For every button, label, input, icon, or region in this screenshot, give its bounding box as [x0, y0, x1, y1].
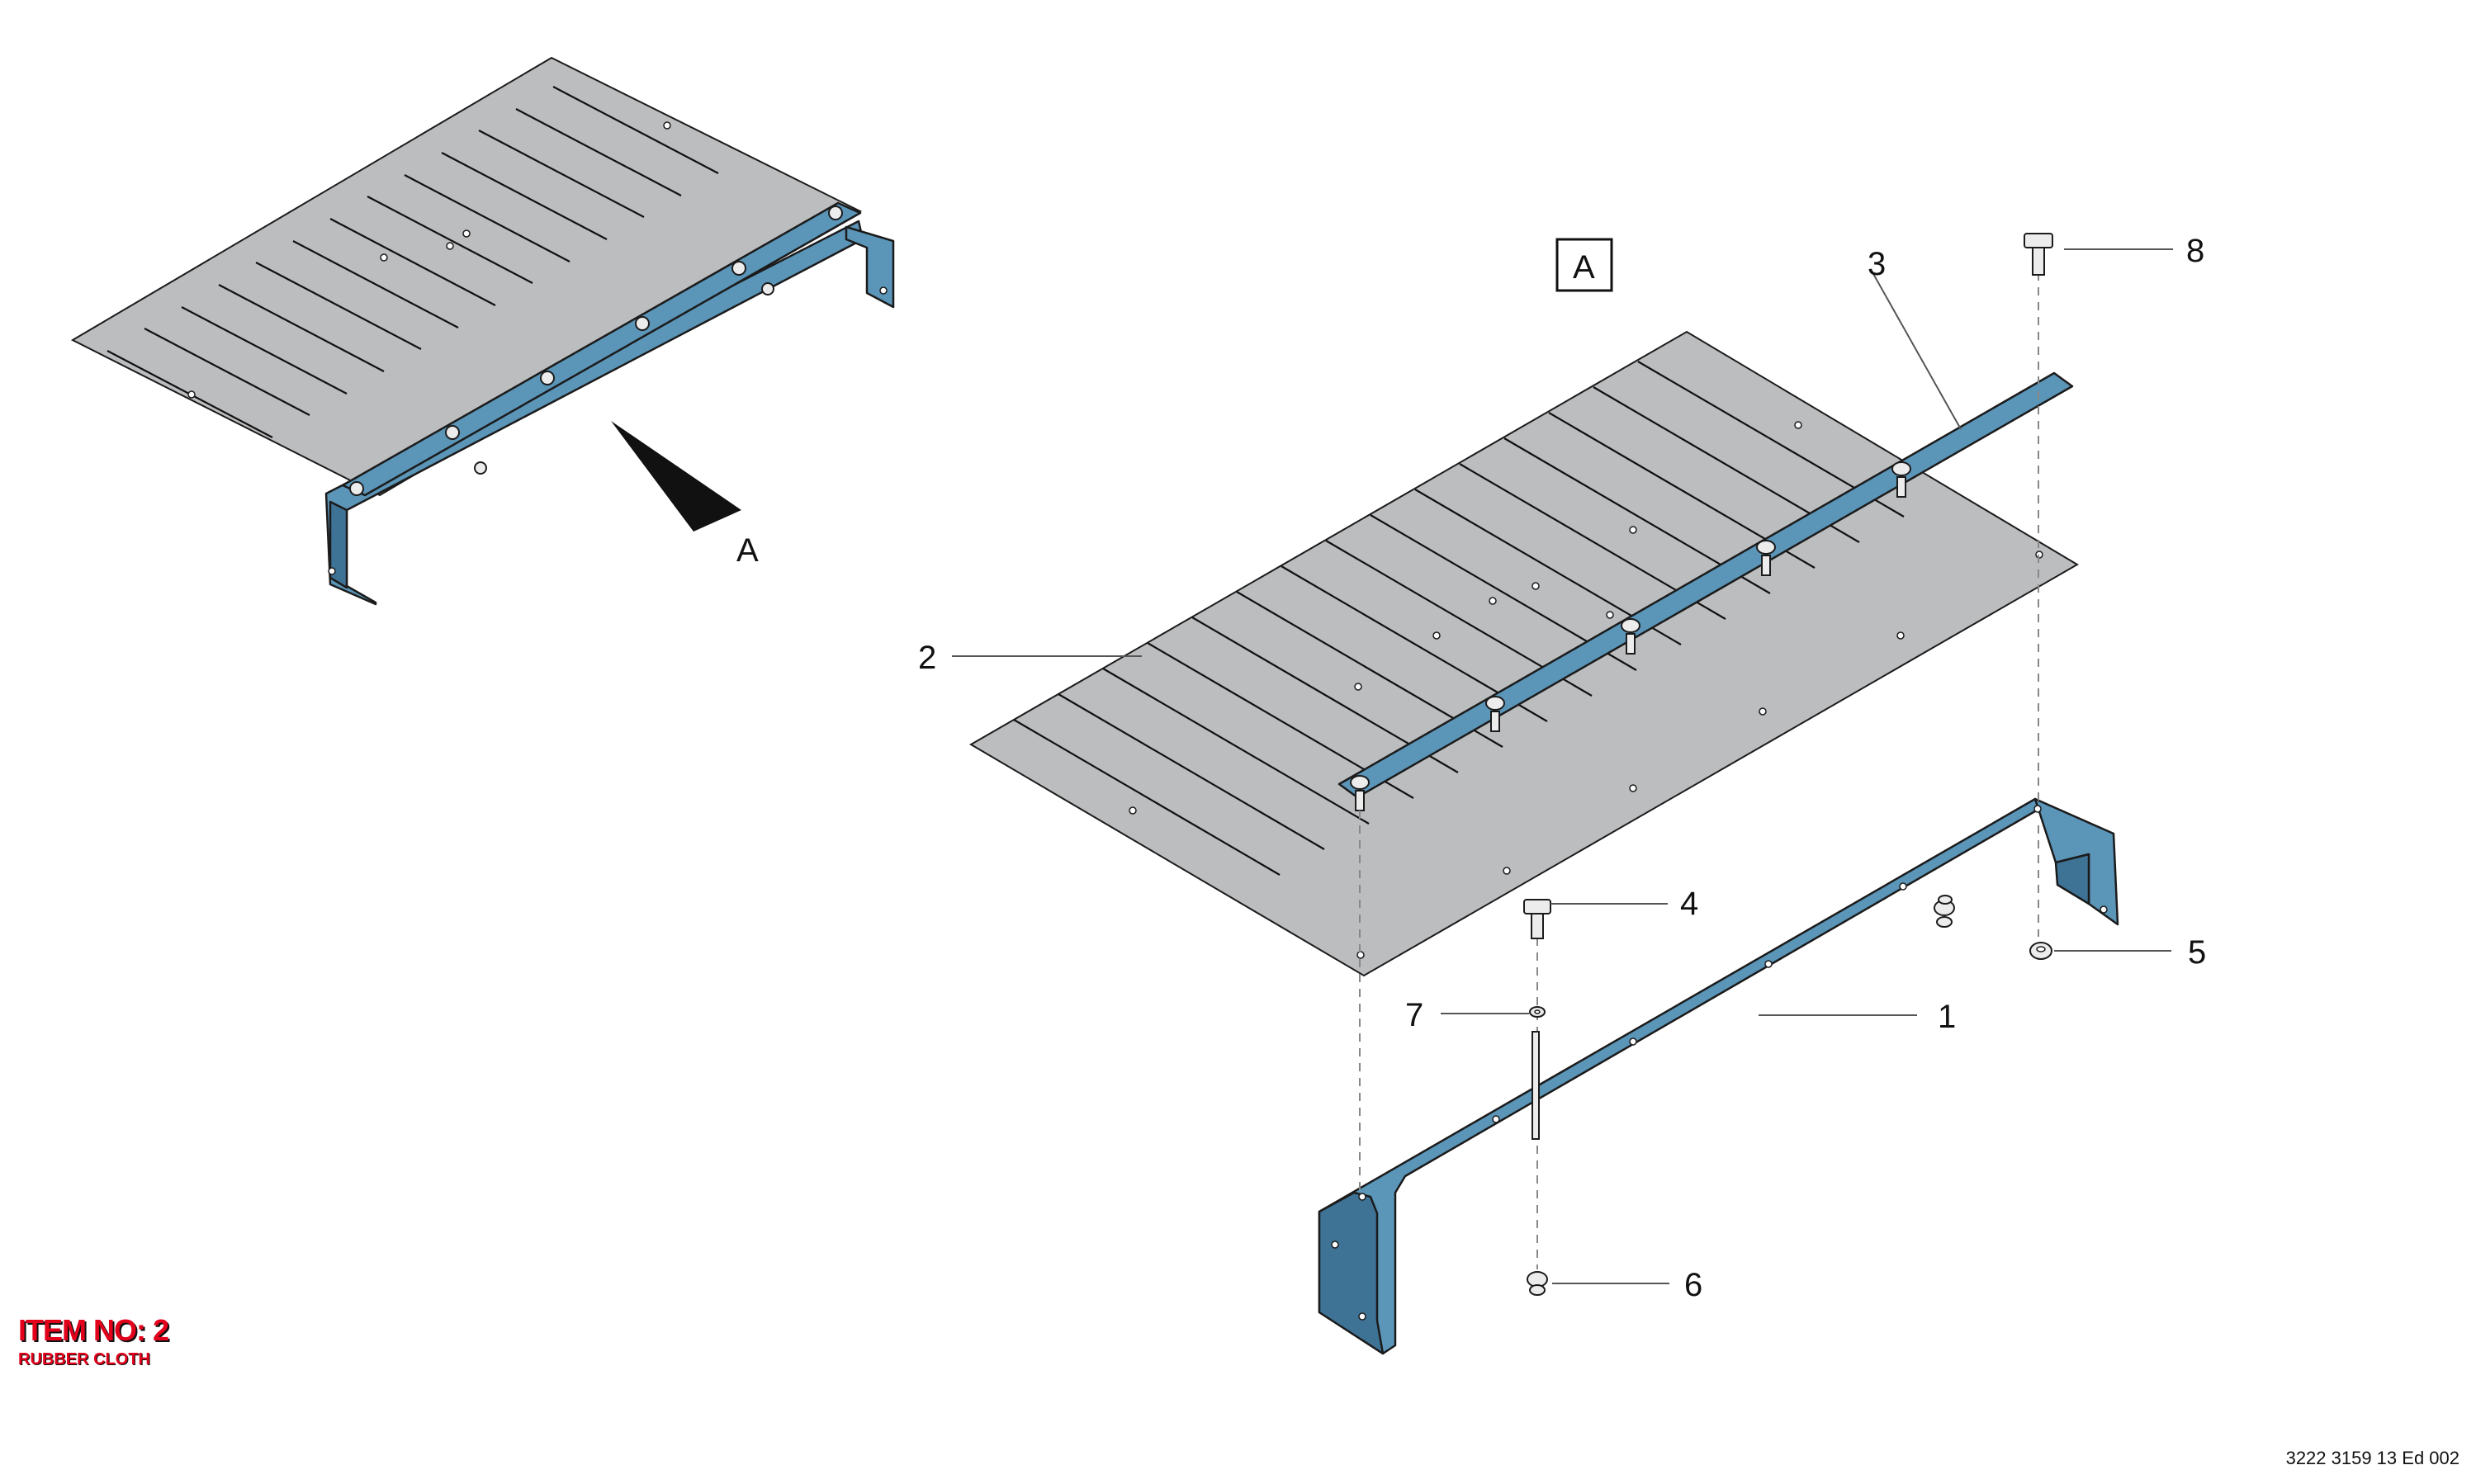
- assembled-view: A: [70, 56, 895, 606]
- clamp-strip: [1337, 371, 2074, 799]
- callout-1: 1: [1938, 999, 1956, 1035]
- callout-5: 5: [2188, 934, 2206, 971]
- item-number-title: ITEM NO: 2: [18, 1313, 169, 1347]
- view-arrow: [611, 421, 741, 532]
- assembled-bolts: [349, 206, 843, 496]
- leader-lines: [952, 248, 2173, 1284]
- callout-numbers: 1 2 3 4 5 6 7 8: [918, 233, 2206, 1303]
- stud-bolts: [1532, 895, 1953, 1140]
- rubber-cloth-sheet: [969, 330, 2079, 977]
- bolt-4: [1523, 899, 1551, 939]
- assembly-lines: [1359, 272, 2039, 1269]
- bracket-holes: [1331, 805, 2108, 1321]
- callout-7: 7: [1405, 997, 1423, 1033]
- callout-8: 8: [2186, 233, 2204, 269]
- detail-view-a: A: [918, 233, 2206, 1355]
- nut-6: [1527, 1271, 1548, 1296]
- bracket-nuts: [1934, 900, 1955, 928]
- washer-7: [1529, 1006, 1546, 1018]
- view-box: [1555, 238, 1613, 292]
- document-code: 3222 3159 13 Ed 002: [2285, 1448, 2459, 1468]
- view-box-label: A: [1573, 249, 1595, 286]
- callout-6: 6: [1684, 1267, 1702, 1303]
- item-description: RUBBER CLOTH: [18, 1350, 150, 1368]
- assembled-grooves: [107, 86, 719, 438]
- strip-bolts: [1350, 461, 1911, 811]
- callout-4: 4: [1680, 886, 1698, 922]
- callout-3: 3: [1868, 246, 1886, 282]
- assembled-rubber-cloth: [70, 56, 863, 497]
- view-arrow-label: A: [736, 532, 759, 569]
- bolt-8: [2024, 233, 2053, 276]
- nut-5: [2029, 942, 2052, 960]
- assembled-holes: [187, 121, 888, 575]
- callout-2: 2: [918, 640, 936, 676]
